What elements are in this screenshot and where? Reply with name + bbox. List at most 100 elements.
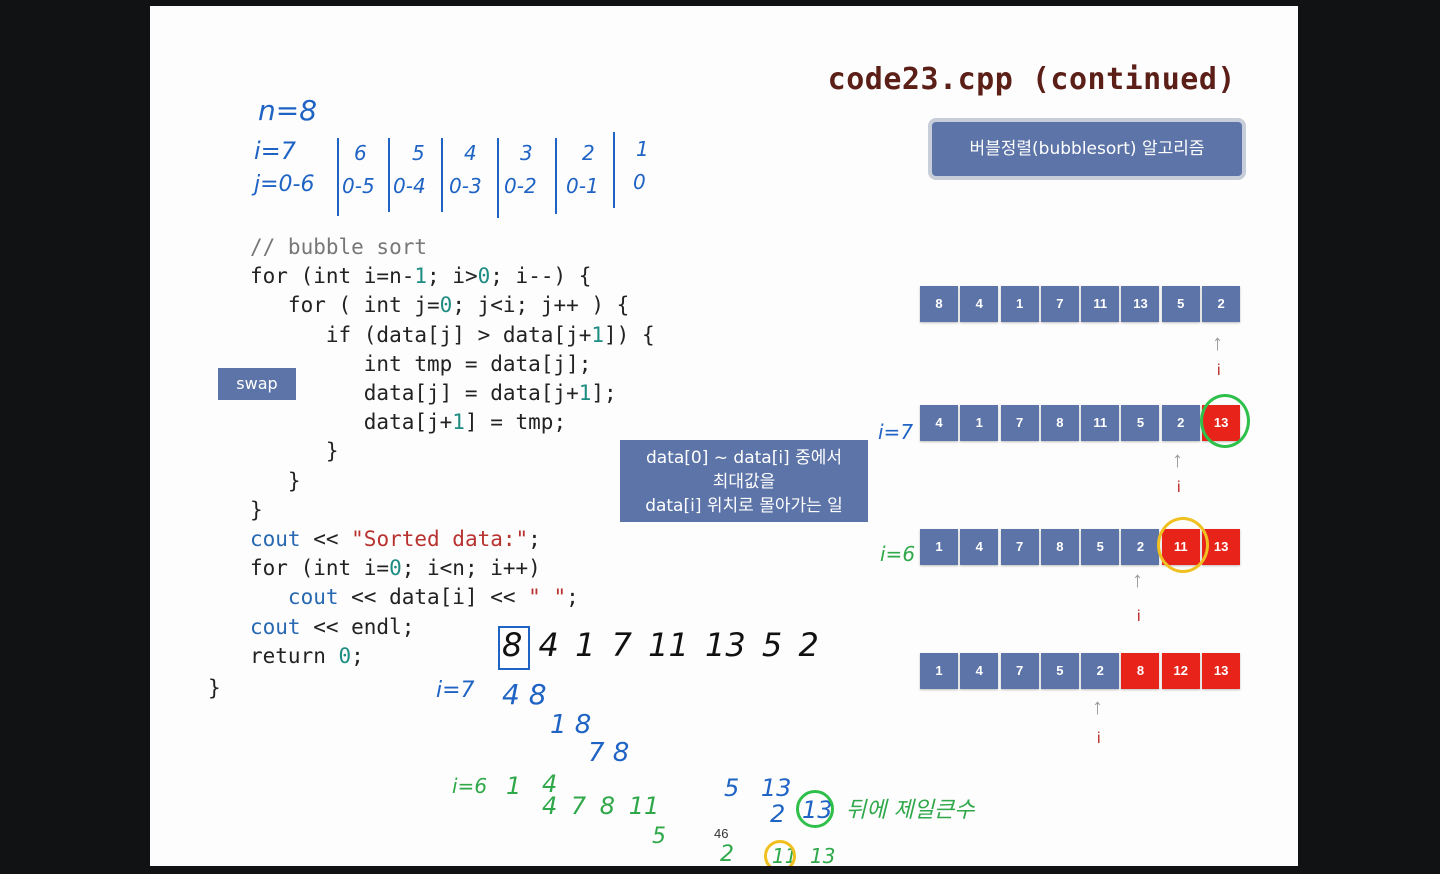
- array-cell: 8: [1121, 653, 1160, 689]
- handwritten-j: 0-3: [449, 174, 482, 198]
- up-arrow-icon: ↑: [1172, 447, 1183, 472]
- handwritten-step: i=7: [436, 678, 475, 703]
- array-cell: 8: [920, 286, 958, 322]
- divider: [613, 132, 615, 208]
- array-cell: 2: [1121, 529, 1160, 565]
- code-line: for ( int j=0; j<i; j++ ) {: [250, 293, 630, 318]
- handwritten-step: 4 7 8 11: [542, 792, 660, 820]
- code-line: for (int i=0; i<n; i++): [250, 556, 541, 581]
- handwritten-step: 1: [506, 772, 522, 800]
- note-box: data[0] ~ data[i] 중에서 최대값을 data[i] 위치로 몰…: [620, 440, 868, 522]
- handwritten-i: 6: [354, 141, 367, 165]
- array-cell: 4: [960, 529, 999, 565]
- array-cell: 7: [1000, 653, 1039, 689]
- array-cell: 7: [1000, 405, 1039, 441]
- code-line: data[j] = data[j+1];: [250, 381, 617, 406]
- array-cell: 1: [960, 405, 999, 441]
- code-line: }: [250, 439, 339, 464]
- handwritten-sequence: 8 4 1 7 11 13 5 2: [502, 626, 819, 664]
- array-cell: 7: [1040, 286, 1079, 322]
- array-cell: 1: [920, 529, 958, 565]
- handwritten-step: 1 8: [550, 710, 592, 740]
- handwritten-note: 2: [770, 800, 786, 828]
- code-line: // bubble sort: [250, 235, 428, 259]
- array-cell: 5: [1040, 653, 1079, 689]
- array-cell: 7: [1000, 529, 1039, 565]
- array-cell: 5: [1081, 529, 1120, 565]
- handwritten-i: 5: [412, 141, 425, 165]
- highlight-circle: [1200, 394, 1250, 448]
- handwritten-i: 2: [582, 141, 595, 165]
- divider: [497, 138, 499, 218]
- handwritten-step: i=6: [452, 774, 488, 798]
- array-cell: 2: [1081, 653, 1120, 689]
- handwritten-n: n=8: [258, 94, 318, 127]
- array-cell: 11: [1081, 405, 1120, 441]
- array-cell: 8: [1040, 529, 1079, 565]
- handwritten-row-label: i=7: [878, 420, 914, 444]
- handwritten-j: 0-4: [393, 174, 426, 198]
- code-line: return 0;: [250, 643, 364, 668]
- pointer-label: i: [1217, 362, 1221, 379]
- array-cell: 2: [1202, 286, 1241, 322]
- highlight-box: [498, 626, 530, 670]
- code-line: cout << endl;: [250, 614, 415, 639]
- array-cell: 12: [1161, 653, 1200, 689]
- divider: [337, 138, 339, 216]
- array-row-4: 1 4 7 5 2 8 12 13: [920, 653, 1242, 689]
- up-arrow-icon: ↑: [1092, 694, 1103, 719]
- highlight-circle: [796, 790, 834, 828]
- closing-brace: }: [208, 676, 221, 700]
- array-cell: 5: [1121, 405, 1160, 441]
- slide: code23.cpp (continued) 버블정렬(bubblesort) …: [150, 6, 1298, 866]
- handwritten-i: 4: [464, 141, 477, 165]
- note-line: 최대값을: [712, 472, 776, 492]
- divider: [388, 138, 390, 212]
- pointer-label: i: [1177, 479, 1181, 496]
- handwritten-i-label: i=7: [254, 137, 297, 165]
- page-number: 46: [714, 826, 729, 841]
- handwritten-step: 7 8: [588, 738, 630, 768]
- array-cell: 1: [920, 653, 958, 689]
- array-cell: 1: [1000, 286, 1039, 322]
- divider: [555, 138, 557, 214]
- handwritten-note: 5 13: [724, 774, 792, 802]
- handwritten-j: 0: [633, 170, 646, 194]
- code-line: cout << data[i] << " ";: [250, 585, 579, 610]
- array-cell: 4: [960, 286, 999, 322]
- array-cell: 13: [1202, 529, 1241, 565]
- array-cell: 4: [920, 405, 958, 441]
- highlight-circle: [1157, 517, 1209, 573]
- array-row-2: 4 1 7 8 11 5 2 13: [920, 405, 1242, 441]
- divider: [441, 138, 443, 212]
- array-cell: 2: [1161, 405, 1200, 441]
- pointer-label: i: [1137, 608, 1141, 625]
- handwritten-j-label: j=0-6: [254, 172, 315, 197]
- handwritten-step: 4 8: [502, 678, 547, 711]
- swap-label: swap: [218, 368, 296, 400]
- handwritten-note: 뒤에 제일큰수: [846, 798, 975, 823]
- handwritten-j: 0-1: [566, 174, 599, 198]
- code-line: if (data[j] > data[j+1]) {: [250, 322, 655, 347]
- array-row-1: 8 4 1 7 11 13 5 2: [920, 286, 1242, 322]
- array-cell: 5: [1161, 286, 1200, 322]
- handwritten-j: 0-5: [342, 174, 375, 198]
- code-listing: // bubble sort for (int i=n-1; i>0; i--) …: [250, 233, 655, 671]
- up-arrow-icon: ↑: [1212, 330, 1223, 355]
- code-line: }: [250, 497, 263, 522]
- handwritten-row-label: i=6: [880, 542, 916, 566]
- code-line: for (int i=n-1; i>0; i--) {: [250, 264, 592, 289]
- array-cell: 4: [960, 653, 999, 689]
- pointer-label: i: [1097, 730, 1101, 747]
- array-cell: 8: [1040, 405, 1079, 441]
- code-line: cout << "Sorted data:";: [250, 527, 541, 552]
- array-cell: 11: [1081, 286, 1120, 322]
- note-line: data[0] ~ data[i] 중에서: [645, 448, 843, 468]
- handwritten-step: 2: [720, 842, 734, 866]
- code-line: data[j+1] = tmp;: [250, 410, 567, 435]
- array-cell: 13: [1121, 286, 1160, 322]
- handwritten-i: 3: [520, 141, 533, 165]
- handwritten-step: 13: [810, 844, 836, 866]
- code-line: int tmp = data[j];: [250, 351, 592, 376]
- highlight-circle: [764, 840, 796, 866]
